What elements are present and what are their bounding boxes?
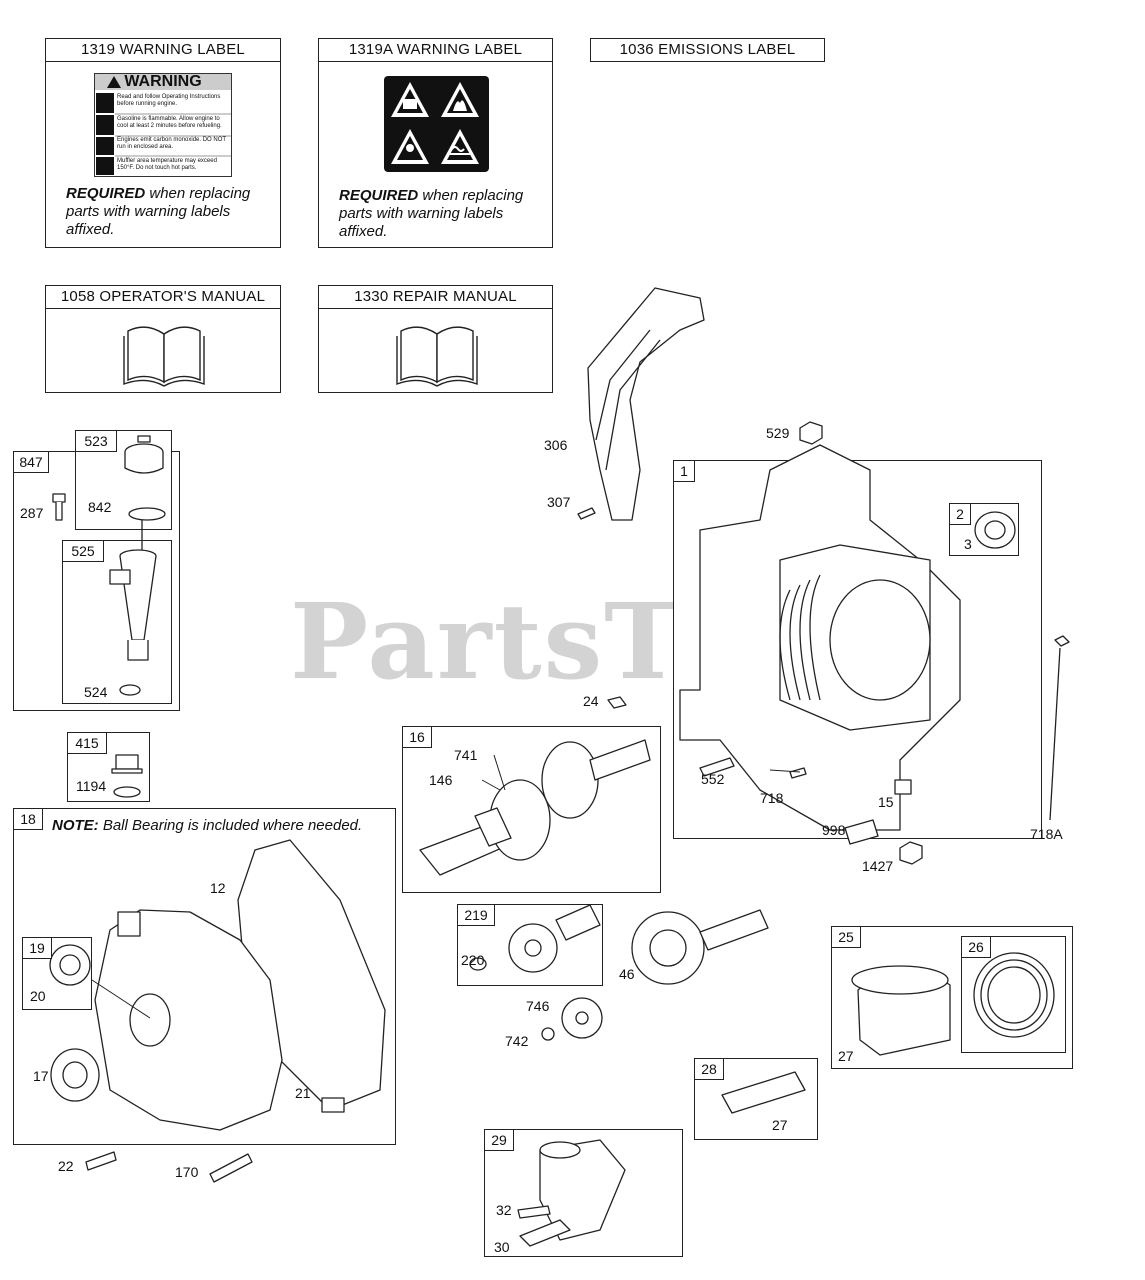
part-998[interactable]: 998 [822,822,846,838]
part-1194[interactable]: 1194 [76,778,107,794]
part-306[interactable]: 306 [544,437,568,453]
emissions-label-1036-panel[interactable]: 1036 EMISSIONS LABEL [590,38,825,62]
ball-bearing-note: NOTE: Ball Bearing is included where nee… [52,817,363,834]
part-307[interactable]: 307 [547,494,571,510]
warning-sticker-icons [96,76,232,175]
book-icon [123,326,205,387]
part-746[interactable]: 746 [526,998,550,1014]
part-3[interactable]: 3 [964,536,972,552]
part-146[interactable]: 146 [429,772,453,788]
warning-label-1319-panel[interactable]: 1319 WARNING LABEL WARNING Read and foll… [45,38,281,248]
part-220[interactable]: 220 [461,952,485,968]
warning-row-2: Gasoline is flammable. Allow engine to c… [117,116,222,129]
panel-title: 1319A WARNING LABEL [319,39,552,62]
part-741[interactable]: 741 [454,747,478,763]
part-27-piston[interactable]: 27 [838,1048,854,1064]
part-524[interactable]: 524 [84,684,108,700]
required-note: REQUIRED when replacing parts with warni… [66,185,251,238]
box-label-1: 1 [673,460,695,482]
part-17[interactable]: 17 [33,1068,49,1084]
warning-sticker-image: WARNING Read and follow Operating Instru… [94,73,232,177]
part-24[interactable]: 24 [583,693,599,709]
part-552[interactable]: 552 [701,771,725,787]
hazard-symbols-icon [384,76,489,172]
part-170[interactable]: 170 [175,1164,199,1180]
box-label-16: 16 [402,726,432,748]
box-label-415: 415 [67,732,107,754]
book-icon [396,326,478,387]
box-label-525: 525 [62,540,104,562]
part-32[interactable]: 32 [496,1202,512,1218]
part-287[interactable]: 287 [20,505,44,521]
part-30[interactable]: 30 [494,1239,510,1255]
part-718a[interactable]: 718A [1030,826,1063,842]
warning-sticker-title: WARNING [95,74,231,90]
part-1427[interactable]: 1427 [862,858,894,874]
box-label-25: 25 [831,926,861,948]
panel-title: 1330 REPAIR MANUAL [319,286,552,309]
part-20[interactable]: 20 [30,988,46,1004]
box-label-219: 219 [457,904,495,926]
warning-row-4: Muffler area temperature may exceed 150°… [117,158,217,171]
required-note: REQUIRED when replacing parts with warni… [339,187,524,240]
box-label-26: 26 [961,936,991,958]
box-label-523: 523 [75,430,117,452]
part-529[interactable]: 529 [766,425,790,441]
panel-title: 1036 EMISSIONS LABEL [619,41,796,58]
part-742[interactable]: 742 [505,1033,529,1049]
panel-title: 1058 OPERATOR'S MANUAL [46,286,280,309]
part-12[interactable]: 12 [210,880,226,896]
box-label-28: 28 [694,1058,724,1080]
box-label-29: 29 [484,1129,514,1151]
box-label-19: 19 [22,937,52,959]
part-21[interactable]: 21 [295,1085,311,1101]
part-718[interactable]: 718 [760,790,784,806]
box-label-18: 18 [13,808,43,830]
part-842[interactable]: 842 [88,499,112,515]
box-label-2: 2 [949,503,971,525]
box-label-847: 847 [13,451,49,473]
operators-manual-1058-panel[interactable]: 1058 OPERATOR'S MANUAL [45,285,281,393]
part-46[interactable]: 46 [619,966,635,982]
part-27-pin[interactable]: 27 [772,1117,788,1133]
repair-manual-1330-panel[interactable]: 1330 REPAIR MANUAL [318,285,553,393]
part-22[interactable]: 22 [58,1158,74,1174]
warning-row-3: Engines emit carbon monoxide. DO NOT run… [117,137,226,150]
warning-label-1319a-panel[interactable]: 1319A WARNING LABEL REQUIRED when replac… [318,38,553,248]
warning-row-1: Read and follow Operating Instructions b… [117,94,221,107]
part-15[interactable]: 15 [878,794,894,810]
panel-title: 1319 WARNING LABEL [46,39,280,62]
